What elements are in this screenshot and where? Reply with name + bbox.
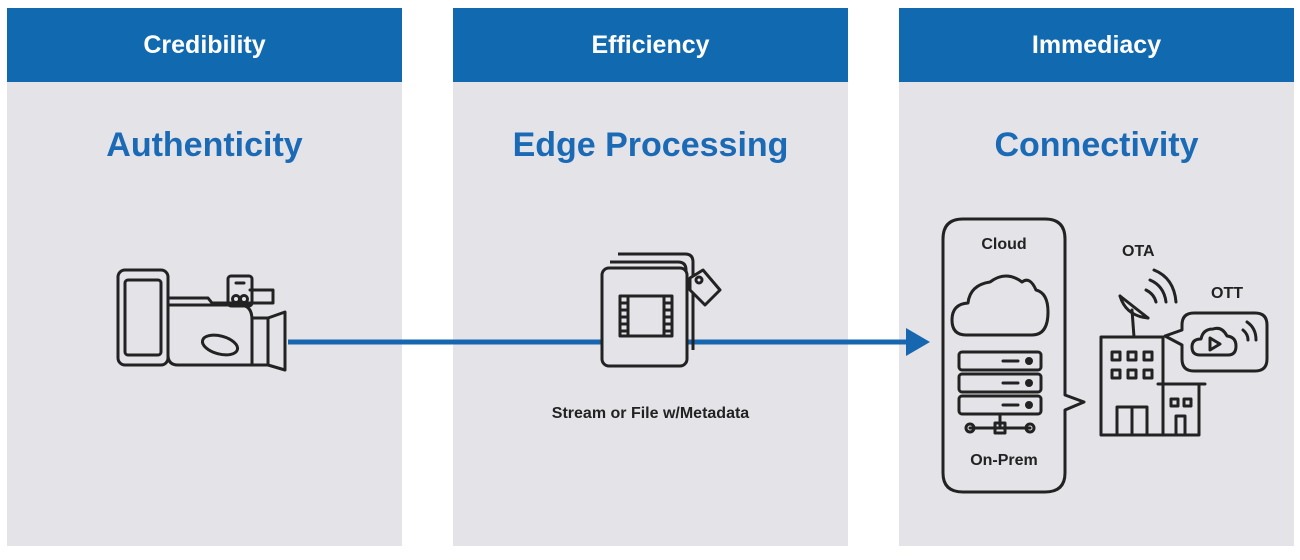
- label-cloud: Cloud: [981, 236, 1027, 253]
- panel-header-immediacy: Immediacy: [899, 8, 1294, 82]
- label-ota: OTA: [1122, 243, 1155, 260]
- label-stream-file-metadata: Stream or File w/Metadata: [551, 405, 750, 422]
- ott-cloud-play-icon: [1163, 311, 1269, 373]
- label-ott: OTT: [1211, 285, 1243, 302]
- panel-title-edge-processing: Edge Processing: [512, 126, 789, 164]
- panel-title-connectivity: Connectivity: [994, 126, 1199, 164]
- panel-header-credibility: Credibility: [7, 8, 402, 82]
- cloud-onprem-bubble: [941, 217, 1086, 494]
- panel-title-authenticity: Authenticity: [106, 126, 303, 164]
- satellite-dish-icon: [1118, 268, 1178, 339]
- camcorder-icon: [116, 268, 287, 372]
- flow-arrow: [288, 328, 930, 356]
- panel-credibility: Credibility Authenticity: [7, 8, 402, 546]
- building-icon: [1099, 335, 1207, 437]
- panel-immediacy: Immediacy Connectivity: [899, 8, 1294, 546]
- panel-header-efficiency: Efficiency: [453, 8, 848, 82]
- media-file-tag-icon: [600, 252, 722, 368]
- server-rack-icon: [957, 350, 1043, 435]
- cloud-icon: [950, 274, 1050, 337]
- label-on-prem: On-Prem: [970, 452, 1038, 469]
